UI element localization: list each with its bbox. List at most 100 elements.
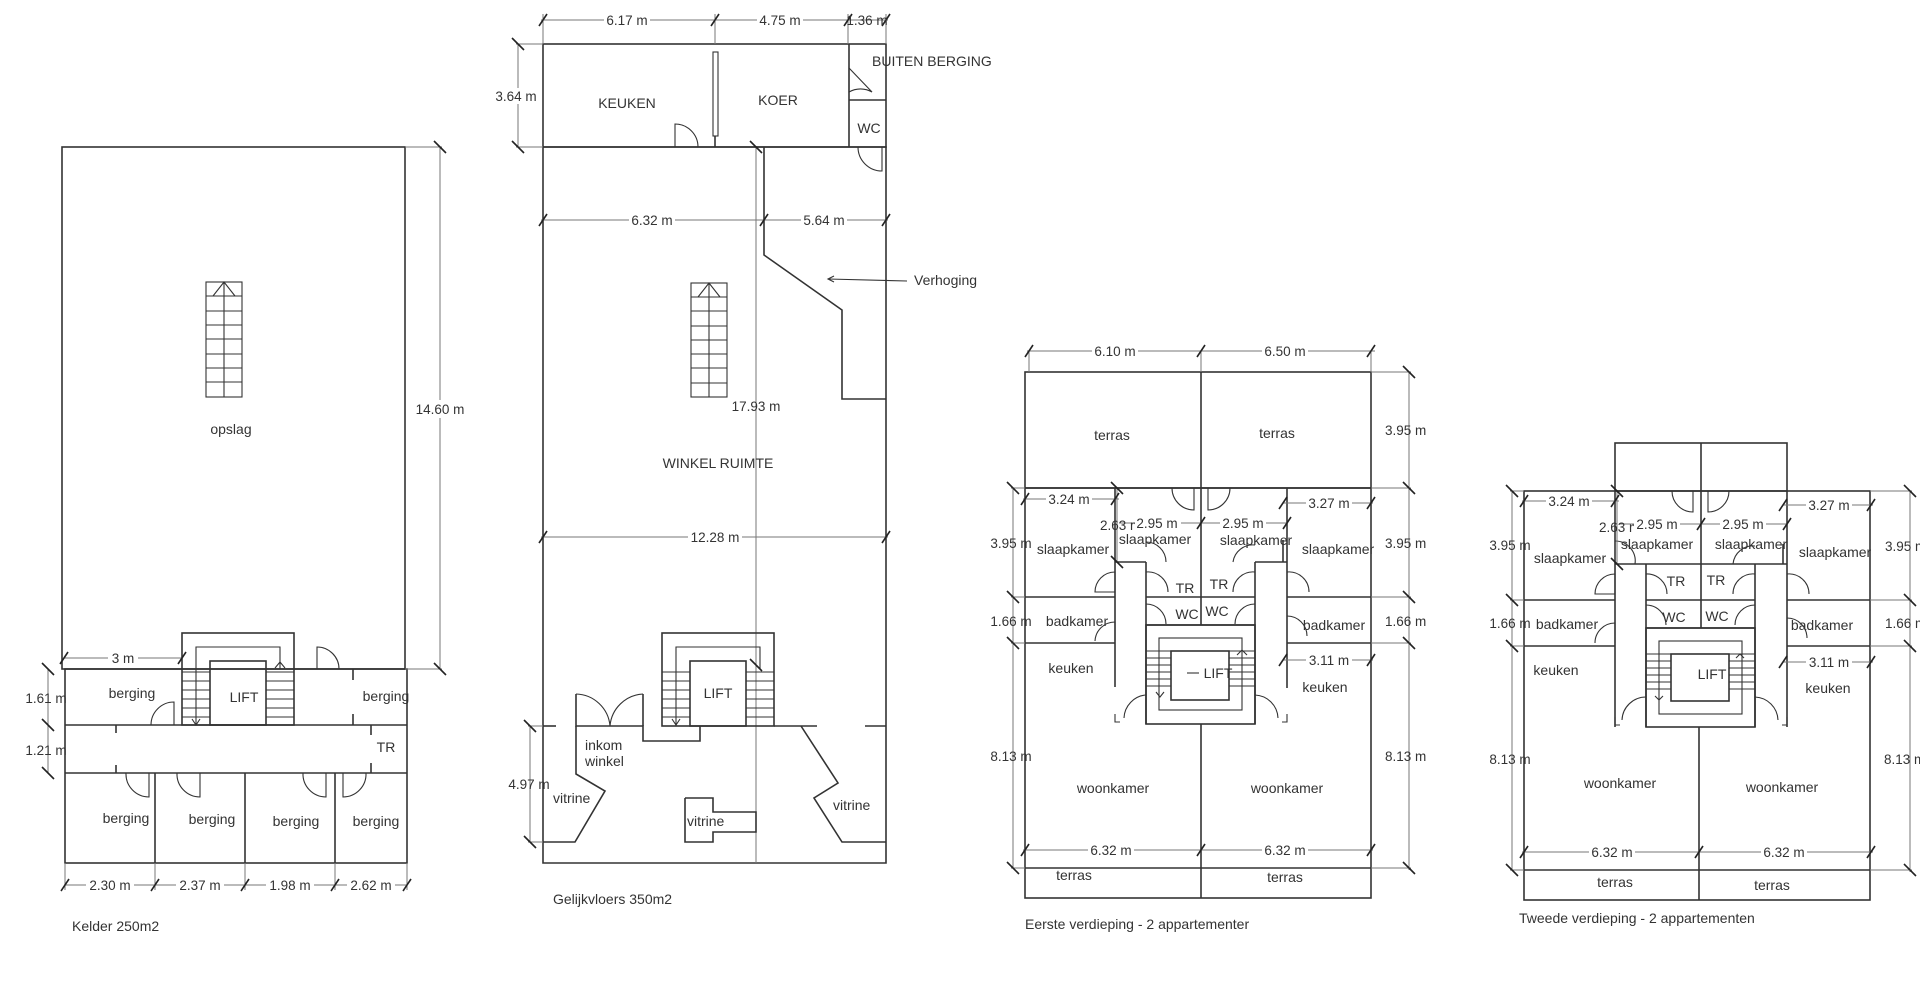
- room-label-keuken: keuken: [1805, 680, 1850, 696]
- dimension-label: 3.11 m: [1809, 655, 1849, 670]
- dimension-label: 6.32 m: [1763, 845, 1804, 860]
- room-label-slaapkamer: slaapkamer: [1037, 541, 1110, 557]
- room-label-slaapkamer: slaapkamer: [1119, 531, 1192, 547]
- dimension-label: 6.32 m: [1591, 845, 1632, 860]
- dimension-label: 6.50 m: [1264, 344, 1305, 359]
- dimension-label: 2.63 m: [1599, 520, 1640, 535]
- room-label-wc: WC: [857, 120, 880, 136]
- room-label-vitrine: vitrine: [833, 797, 871, 813]
- room-label-inkom: inkom: [585, 737, 622, 753]
- door-swing[interactable]: [674, 123, 699, 148]
- room-label-badkamer: badkamer: [1536, 616, 1599, 632]
- door-swing[interactable]: [857, 146, 883, 172]
- dimension-label: 1.21 m: [25, 743, 66, 758]
- door-swings[interactable]: [1594, 490, 1810, 726]
- door-swing[interactable]: [125, 772, 150, 798]
- room-label-tr: TR: [1210, 576, 1229, 592]
- room-label-wc: WC: [1205, 603, 1228, 619]
- room-label-keuken: keuken: [1533, 662, 1578, 678]
- room-label-tr: TR: [1176, 580, 1195, 596]
- room-label-lift: LIFT: [230, 689, 259, 705]
- room-label-terras: terras: [1259, 425, 1295, 441]
- partition-glass: [712, 51, 719, 137]
- dimension-label: 4.97 m: [508, 777, 549, 792]
- room-label-koer: KOER: [758, 92, 798, 108]
- room-label-lift: LIFT: [704, 685, 733, 701]
- dimension-label: 8.13 m: [1385, 749, 1426, 764]
- wall-opslag: [61, 146, 406, 670]
- dimension-label: 3.27 m: [1308, 496, 1349, 511]
- dimension-label: 3.95 m: [990, 536, 1031, 551]
- plan-caption: Tweede verdieping - 2 appartementen: [1519, 910, 1755, 926]
- door-swing[interactable]: [848, 66, 873, 93]
- room-label-terras: terras: [1597, 874, 1633, 890]
- dimension-label: 3 m: [112, 651, 135, 666]
- dimension-label: 2.95 m: [1636, 517, 1677, 532]
- dimension-label: 2.37 m: [179, 878, 220, 893]
- dimension-label: 3.24 m: [1548, 494, 1589, 509]
- room-label-woonkamer: woonkamer: [1076, 780, 1150, 796]
- stair-treads: [662, 671, 774, 726]
- dimension-label: 3.11 m: [1309, 653, 1349, 668]
- vitrine-right: [800, 725, 886, 843]
- room-label-vitrine: vitrine: [553, 790, 591, 806]
- room-label-winkel-ruimte: WINKEL RUIMTE: [663, 455, 774, 471]
- room-label-buiten-berging: BUITEN BERGING: [872, 53, 992, 69]
- room-label-tr: TR: [377, 739, 396, 755]
- stair-treads: [1146, 649, 1255, 698]
- door-swing[interactable]: [575, 693, 611, 727]
- dimension-label: 8.13 m: [1489, 752, 1530, 767]
- stair-rail: [195, 646, 281, 725]
- room-label-woonkamer: woonkamer: [1583, 775, 1657, 791]
- arrow-verhoging: [827, 278, 908, 282]
- plan-eerste-verdieping: terras terras slaapkamer slaapkamer slaa…: [990, 343, 1426, 932]
- dimension-ticks: [41, 140, 447, 892]
- dimension-label: 1.98 m: [269, 878, 310, 893]
- room-label-lift: LIFT: [1698, 666, 1727, 682]
- door-swing[interactable]: [316, 646, 340, 670]
- dimension-label: 3.64 m: [495, 89, 536, 104]
- dimension-ticks: [511, 13, 891, 849]
- dimension-label: 3.95 m: [1885, 539, 1920, 554]
- plan-tweede-verdieping: slaapkamer slaapkamer slaapkamer slaapka…: [1489, 442, 1920, 926]
- room-label-keuken: KEUKEN: [598, 95, 656, 111]
- dimension-ticks: [1006, 344, 1416, 875]
- dimension-ticks: [1505, 484, 1917, 877]
- staircase-icon: [205, 281, 243, 398]
- dimension-label: 3.24 m: [1048, 492, 1089, 507]
- door-swing[interactable]: [176, 772, 201, 798]
- dimension-label: 8.13 m: [1884, 752, 1920, 767]
- door-swings[interactable]: [1094, 487, 1310, 723]
- dimension-label: 1.66 m: [1489, 616, 1530, 631]
- dimension-label: 3.27 m: [1808, 498, 1849, 513]
- room-label-wc: WC: [1662, 609, 1685, 625]
- plan-kelder: opslag berging LIFT berging TR berging b…: [25, 140, 466, 934]
- dimension-label: 5.64 m: [803, 213, 844, 228]
- room-label-berging: berging: [363, 688, 410, 704]
- dimension-label: 1.61 m: [25, 691, 66, 706]
- room-label-keuken: keuken: [1048, 660, 1093, 676]
- dimension-label: 2.62 m: [350, 878, 391, 893]
- dimension-label: 2.95 m: [1222, 516, 1263, 531]
- dimension-label: 2.63 m: [1100, 518, 1141, 533]
- door-swing[interactable]: [150, 701, 175, 726]
- dimension-label: 6.32 m: [1090, 843, 1131, 858]
- dimension-label: 2.95 m: [1722, 517, 1763, 532]
- dimension-label: 4.75 m: [759, 13, 800, 28]
- room-label-opslag: opslag: [210, 421, 251, 437]
- door-swing[interactable]: [609, 693, 644, 727]
- room-label-wc: WC: [1705, 608, 1728, 624]
- door-swing[interactable]: [342, 772, 367, 798]
- room-label-terras: terras: [1094, 427, 1130, 443]
- room-label-keuken: keuken: [1302, 679, 1347, 695]
- vitrine-left: [543, 726, 607, 843]
- dimension-label: 6.32 m: [631, 213, 672, 228]
- plan-caption: Eerste verdieping - 2 appartementer: [1025, 916, 1249, 932]
- plan-caption: Gelijkvloers 350m2: [553, 891, 672, 907]
- dimension-label: 3.95 m: [1385, 536, 1426, 551]
- door-swing[interactable]: [302, 772, 327, 798]
- dimension-label: 1.66 m: [1885, 616, 1920, 631]
- stair-treads: [1646, 653, 1755, 701]
- staircase-icon: [690, 282, 728, 398]
- plan-caption: Kelder 250m2: [72, 918, 159, 934]
